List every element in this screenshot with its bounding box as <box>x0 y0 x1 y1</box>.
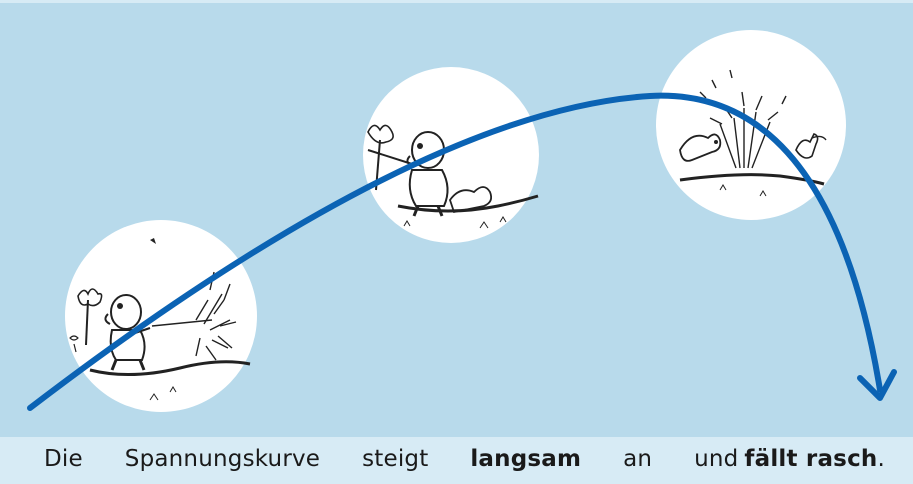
caption-word-bold: fällt rasch <box>744 446 878 472</box>
caption-word-bold: langsam <box>470 446 582 472</box>
figure-holding-hose-icon <box>363 67 539 243</box>
caption-word: Spannungskurve <box>124 446 321 472</box>
caption-sentence: Die Spannungskurve steigt langsam an und… <box>44 446 885 482</box>
caption-word: an <box>623 446 653 472</box>
caption-word: und <box>694 446 739 472</box>
tension-curve-diagram <box>27 30 897 412</box>
tension-curve <box>27 92 883 411</box>
caption-word: steigt <box>362 446 429 472</box>
curve-arrowhead-icon <box>857 369 897 401</box>
caption-period: . <box>877 446 885 472</box>
caption-word: Die <box>44 446 83 472</box>
caption-ending: und fällt rasch. <box>694 446 885 472</box>
water-fountain-dog-icon <box>656 30 846 220</box>
